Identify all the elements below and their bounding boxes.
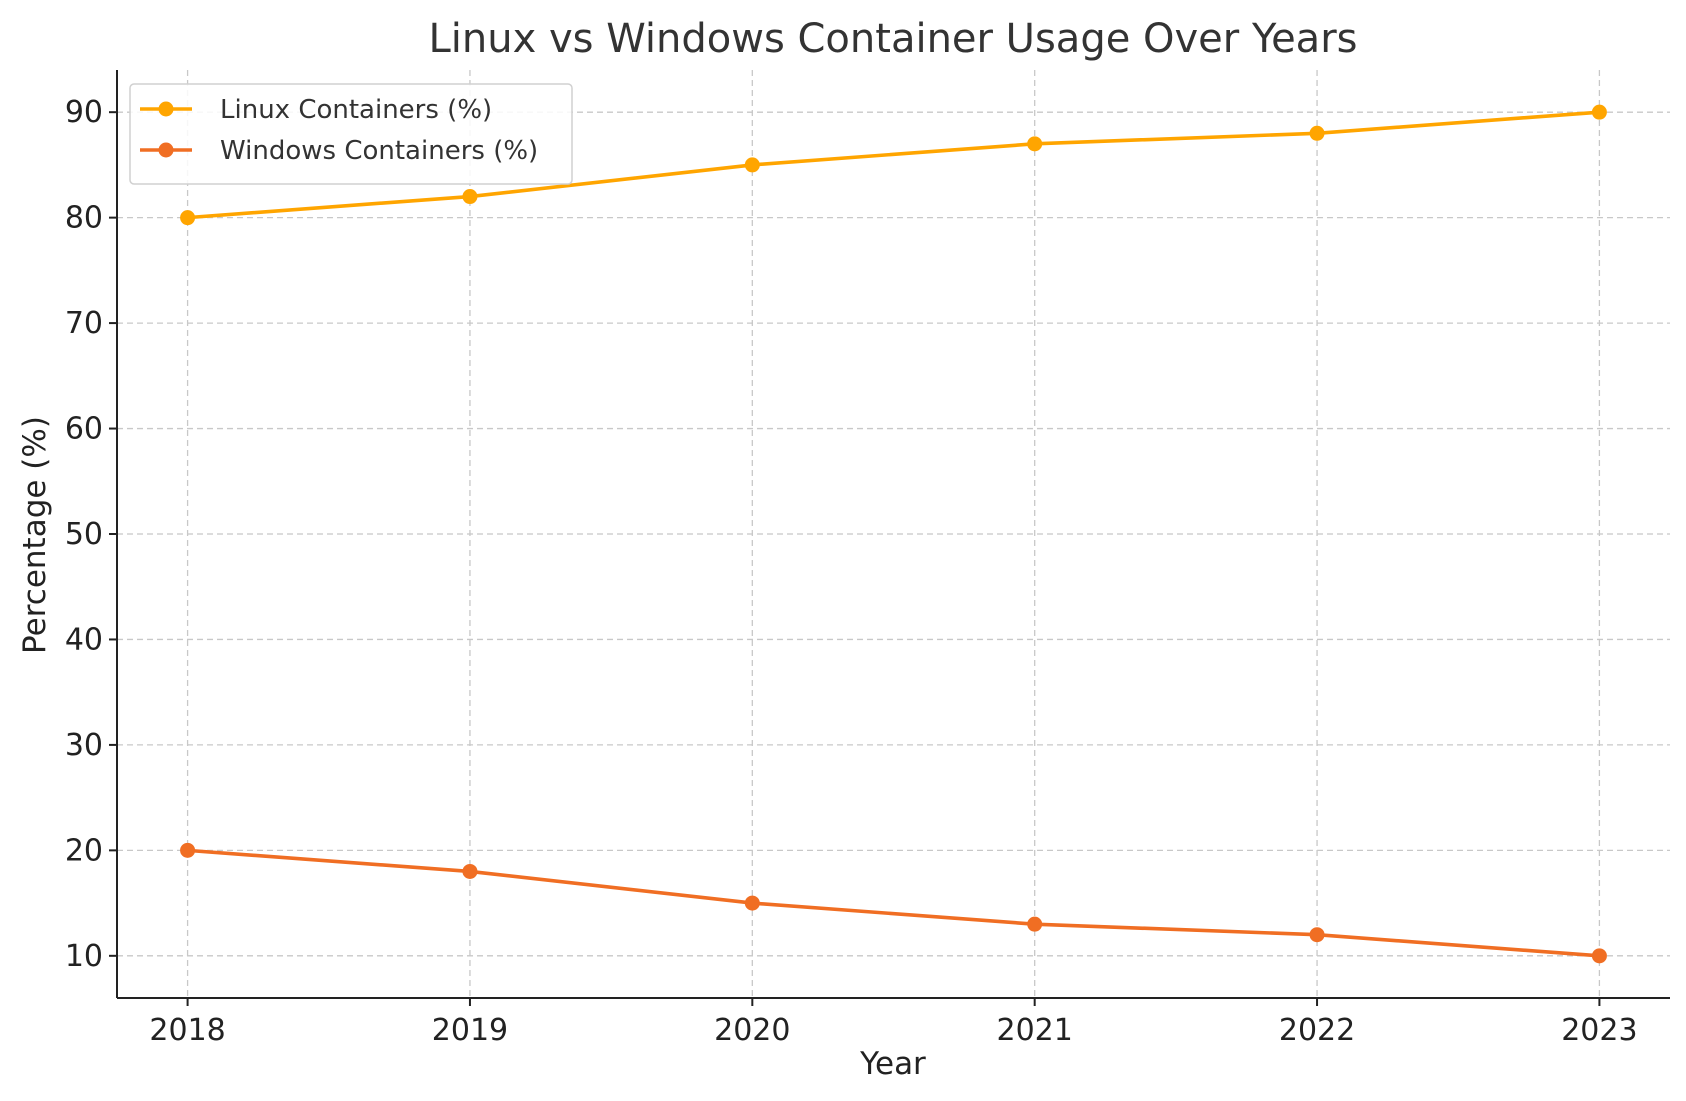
legend-marker-2 xyxy=(158,142,174,158)
y-tick-label: 20 xyxy=(65,833,103,868)
y-tick-label: 10 xyxy=(65,939,103,974)
y-tick-label: 70 xyxy=(65,306,103,341)
y-tick-label: 50 xyxy=(65,517,103,552)
tick-labels: 2018 2019 2020 2021 2022 2023 10 20 30 40 50 60 70 80… xyxy=(65,95,1638,1048)
y-tick-label: 80 xyxy=(65,201,103,236)
x-tick-label: 2019 xyxy=(432,1013,508,1048)
legend-label-1: Linux Containers (%) xyxy=(220,95,492,125)
y-tick-label: 90 xyxy=(65,95,103,130)
y-axis-label: Percentage (%) xyxy=(17,416,53,654)
data-point-series-2 xyxy=(180,842,196,858)
x-tick-label: 2022 xyxy=(1279,1013,1355,1048)
data-point-series-1 xyxy=(1309,125,1325,141)
data-point-series-1 xyxy=(462,189,478,205)
y-tick-label: 60 xyxy=(65,412,103,447)
grid-lines xyxy=(117,70,1670,998)
data-point-series-2 xyxy=(744,895,760,911)
data-point-series-2 xyxy=(1591,948,1607,964)
series-line-1 xyxy=(187,110,1600,220)
data-point-series-1 xyxy=(180,210,196,226)
series-line-2 xyxy=(187,848,1600,958)
x-tick-label: 2018 xyxy=(149,1013,225,1048)
x-tick-label: 2023 xyxy=(1561,1013,1637,1048)
legend-marker-1 xyxy=(158,101,174,117)
y-tick-label: 30 xyxy=(65,728,103,763)
series-lines xyxy=(180,104,1607,964)
data-point-series-1 xyxy=(1591,104,1607,120)
chart-title: Linux vs Windows Container Usage Over Ye… xyxy=(429,16,1358,62)
x-tick-label: 2021 xyxy=(997,1013,1073,1048)
legend-label-2: Windows Containers (%) xyxy=(220,136,538,166)
y-tick-label: 40 xyxy=(65,622,103,657)
x-tick-label: 2020 xyxy=(714,1013,790,1048)
legend-box xyxy=(129,83,573,185)
data-point-series-1 xyxy=(744,157,760,173)
legend: Linux Containers (%) Windows Containers (… xyxy=(129,83,573,185)
data-point-series-2 xyxy=(462,863,478,879)
data-point-series-2 xyxy=(1309,927,1325,943)
data-point-series-1 xyxy=(1027,136,1043,152)
data-point-series-2 xyxy=(1027,916,1043,932)
x-axis-label: Year xyxy=(859,1046,926,1082)
